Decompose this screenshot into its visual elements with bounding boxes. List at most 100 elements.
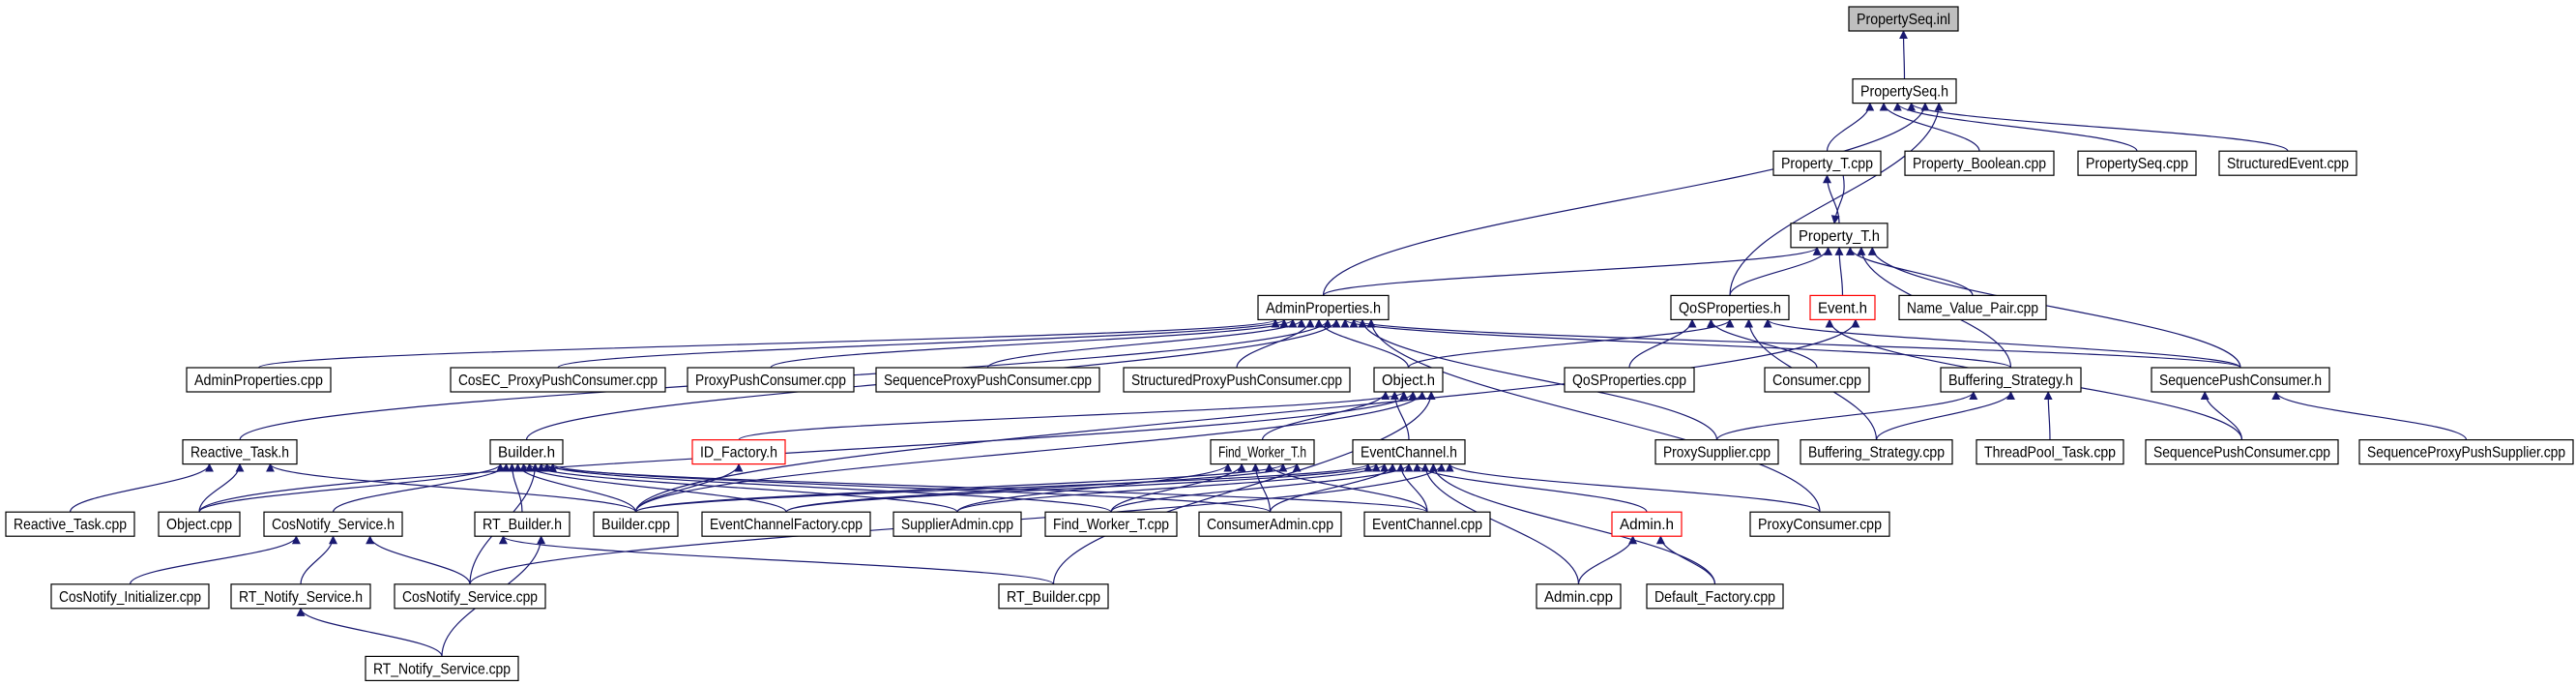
- graph-node[interactable]: Default_Factory.cpp: [1646, 583, 1784, 610]
- edge-objh-to-qosh: [1407, 318, 1735, 369]
- edge-spch-to-pth: [1867, 246, 2241, 369]
- graph-node[interactable]: Property_T.cpp: [1772, 150, 1882, 176]
- graph-node[interactable]: RT_Notify_Service.h: [230, 583, 371, 610]
- node-label: EventChannel.h: [1361, 445, 1457, 462]
- graph-node[interactable]: QoSProperties.cpp: [1564, 367, 1695, 393]
- node-box: [1976, 439, 2124, 465]
- edge-objcpp-to-bh: [198, 462, 505, 513]
- node-box: [1352, 439, 1466, 465]
- node-label: CosEC_ProxyPushConsumer.cpp: [458, 373, 658, 389]
- graph-node[interactable]: ID_Factory.h: [691, 439, 786, 465]
- graph-node[interactable]: EventChannel.cpp: [1363, 511, 1491, 537]
- node-box: [691, 439, 786, 465]
- node-label: Object.cpp: [166, 517, 232, 533]
- edge-bscpp-to-bsh: [1875, 391, 2015, 440]
- graph-node[interactable]: Name_Value_Pair.cpp: [1898, 294, 2047, 320]
- edge-spch-to-aph: [1349, 318, 2241, 369]
- graph-node[interactable]: RT_Builder.cpp: [998, 583, 1109, 610]
- graph-node[interactable]: EventChannelFactory.cpp: [701, 511, 871, 537]
- node-label: RT_Notify_Service.h: [239, 589, 363, 606]
- node-box: [701, 511, 871, 537]
- node-label: Find_Worker_T.cpp: [1053, 517, 1169, 533]
- graph-node[interactable]: SequenceProxyPushConsumer.cpp: [875, 367, 1100, 393]
- edge-rtnscpp-to-rtnsh: [296, 607, 443, 657]
- graph-node[interactable]: CosNotify_Initializer.cpp: [50, 583, 210, 610]
- edge-pccpp-to-aph: [1366, 318, 1821, 513]
- node-box: [1852, 77, 1957, 104]
- graph-node[interactable]: Builder.h: [489, 439, 564, 465]
- edge-pccpp-to-ech: [1445, 462, 1821, 513]
- edge-ecf-to-ech: [785, 462, 1381, 513]
- graph-node[interactable]: AdminProperties.h: [1257, 294, 1390, 320]
- graph-node[interactable]: CosNotify_Service.h: [263, 511, 403, 537]
- edge-bsh-to-aph: [1340, 318, 2012, 369]
- node-label: AdminProperties.h: [1266, 300, 1381, 316]
- graph-node[interactable]: Object.cpp: [158, 511, 241, 537]
- node-label: PropertySeq.inl: [1857, 12, 1950, 28]
- graph-node[interactable]: ProxyConsumer.cpp: [1749, 511, 1890, 537]
- node-label: Property_Boolean.cpp: [1913, 156, 2046, 172]
- graph-node[interactable]: Property_T.h: [1790, 223, 1888, 249]
- graph-node[interactable]: Reactive_Task.h: [182, 439, 298, 465]
- graph-node[interactable]: Reactive_Task.cpp: [5, 511, 135, 537]
- graph-node[interactable]: Buffering_Strategy.h: [1940, 367, 2082, 393]
- node-label: SequenceProxyPushConsumer.cpp: [884, 373, 1092, 389]
- graph-node[interactable]: CosNotify_Service.cpp: [394, 583, 546, 610]
- graph-node[interactable]: SequenceProxyPushSupplier.cpp: [2358, 439, 2574, 465]
- edge-eccpp-to-ech: [1396, 462, 1428, 513]
- edge-aph-to-psh: [1322, 102, 1930, 296]
- edge-admincpp-to-adminh: [1577, 535, 1638, 584]
- graph-node[interactable]: Property_Boolean.cpp: [1904, 150, 2055, 176]
- graph-node[interactable]: SequencePushConsumer.h: [2151, 367, 2330, 393]
- graph-node[interactable]: EventChannel.h: [1352, 439, 1466, 465]
- edge-qoscpp-to-qosh: [1628, 318, 1697, 369]
- node-box: [1764, 367, 1870, 393]
- graph-node[interactable]: CosEC_ProxyPushConsumer.cpp: [450, 367, 666, 393]
- edge-ptcpp-to-psh: [1826, 102, 1875, 152]
- node-label: Find_Worker_T.h: [1218, 445, 1306, 462]
- graph-node[interactable]: SequencePushConsumer.cpp: [2145, 439, 2339, 465]
- graph-node[interactable]: Object.h: [1373, 367, 1444, 393]
- graph-node[interactable]: ConsumerAdmin.cpp: [1198, 511, 1342, 537]
- graph-node[interactable]: QoSProperties.h: [1670, 294, 1790, 320]
- graph-node[interactable]: ThreadPool_Task.cpp: [1976, 439, 2124, 465]
- node-label: QoSProperties.h: [1679, 300, 1781, 316]
- edge-ppc-to-aph: [770, 318, 1298, 369]
- graph-node[interactable]: Admin.cpp: [1536, 583, 1622, 610]
- graph-node[interactable]: Find_Worker_T.h: [1210, 439, 1315, 465]
- node-label: Builder.cpp: [601, 517, 670, 533]
- edge-bcpp-to-evh: [634, 318, 1860, 513]
- node-label: EventChannel.cpp: [1372, 517, 1482, 533]
- graph-node[interactable]: SupplierAdmin.cpp: [893, 511, 1022, 537]
- node-box: [263, 511, 403, 537]
- node-box: [230, 583, 371, 610]
- graph-node[interactable]: AdminProperties.cpp: [186, 367, 332, 393]
- node-box: [1044, 511, 1178, 537]
- node-box: [394, 583, 546, 610]
- graph-node[interactable]: PropertySeq.cpp: [2077, 150, 2197, 176]
- node-label: SequencePushConsumer.h: [2159, 373, 2322, 389]
- edge-nvp-to-pth: [1845, 246, 1974, 296]
- node-label: EventChannelFactory.cpp: [710, 517, 863, 533]
- graph-node[interactable]: PropertySeq.h: [1852, 77, 1957, 104]
- edge-objcpp-to-objh: [198, 391, 1418, 513]
- graph-node[interactable]: Consumer.cpp: [1764, 367, 1870, 393]
- node-label: Name_Value_Pair.cpp: [1907, 300, 2038, 316]
- graph-node[interactable]: Event.h: [1809, 294, 1876, 320]
- node-label: Builder.h: [498, 445, 555, 462]
- node-box: [2218, 150, 2357, 176]
- graph-node[interactable]: ProxyPushConsumer.cpp: [687, 367, 855, 393]
- graph-node[interactable]: StructuredEvent.cpp: [2218, 150, 2357, 176]
- graph-node[interactable]: StructuredProxyPushConsumer.cpp: [1123, 367, 1351, 393]
- graph-node[interactable]: Admin.h: [1611, 511, 1683, 537]
- graph-node[interactable]: Builder.cpp: [593, 511, 679, 537]
- node-label: Admin.cpp: [1544, 589, 1613, 606]
- graph-node[interactable]: RT_Builder.h: [474, 511, 571, 537]
- graph-node[interactable]: RT_Notify_Service.cpp: [365, 655, 519, 682]
- graph-node[interactable]: Buffering_Strategy.cpp: [1800, 439, 1953, 465]
- edge-pth-to-ptcpp: [1823, 174, 1840, 224]
- graph-node[interactable]: Find_Worker_T.cpp: [1044, 511, 1178, 537]
- graph-node[interactable]: ProxySupplier.cpp: [1654, 439, 1779, 465]
- edge-qosh-to-psh: [1729, 102, 1944, 296]
- node-box: [1198, 511, 1342, 537]
